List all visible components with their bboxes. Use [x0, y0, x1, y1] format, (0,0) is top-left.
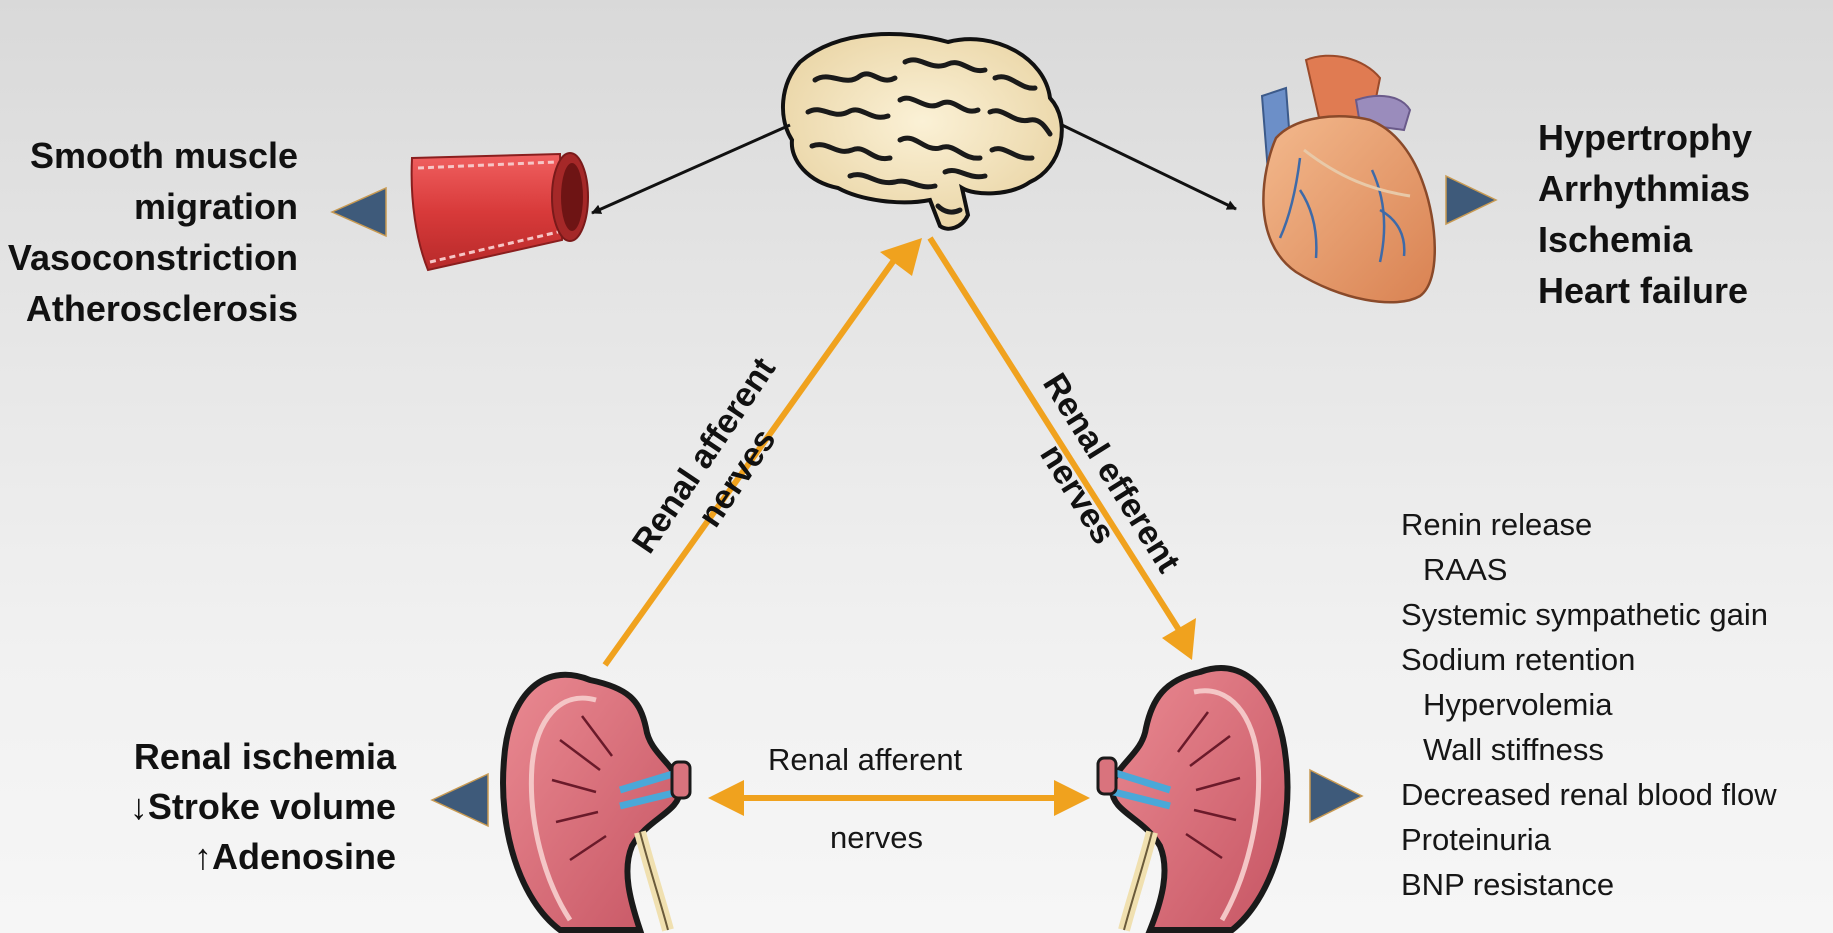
kidney-double-arrow	[708, 780, 1090, 816]
right-kidney-effect-item: BNP resistance	[1401, 862, 1777, 907]
right-kidney-effect-item: Renin release	[1401, 502, 1777, 547]
left-kidney-effect-item: ↑Adenosine	[130, 832, 396, 882]
vessel-effect-item: Vasoconstriction	[8, 232, 298, 283]
right-kidney-icon	[1098, 668, 1288, 930]
vessel-effect-item: Smooth muscle	[8, 130, 298, 181]
right-kidney-effect-item: RAAS	[1401, 547, 1777, 592]
heart-effect-item: Heart failure	[1538, 265, 1752, 316]
blood-vessel-icon	[412, 153, 588, 270]
right-kidney-effect-item: Decreased renal blood flow	[1401, 772, 1777, 817]
left-kidney-effect-item: ↓Stroke volume	[130, 782, 396, 832]
left-kidney-effects-pointer	[432, 774, 488, 826]
right-kidney-effect-item: Hypervolemia	[1401, 682, 1777, 727]
heart-effects-list: Hypertrophy Arrhythmias Ischemia Heart f…	[1538, 112, 1752, 316]
heart-effects-pointer	[1446, 176, 1496, 224]
right-kidney-effects-pointer	[1310, 770, 1362, 822]
vessel-effects-pointer	[332, 188, 386, 236]
kidney-arrow-label-line1: Renal afferent	[768, 744, 962, 775]
right-kidney-effect-item: Wall stiffness	[1401, 727, 1777, 772]
vessel-effect-item: migration	[8, 181, 298, 232]
brain-icon	[783, 34, 1062, 229]
vessel-effects-list: Smooth muscle migration Vasoconstriction…	[8, 130, 298, 334]
right-kidney-effect-item: Sodium retention	[1401, 637, 1777, 682]
kidney-arrow-label-line2: nerves	[830, 822, 923, 853]
heart-effect-item: Arrhythmias	[1538, 163, 1752, 214]
afferent-arrow-label: Renal afferent nerves	[625, 351, 816, 583]
brain-to-vessel-arrow	[592, 125, 790, 213]
right-kidney-effects-list: Renin release RAAS Systemic sympathetic …	[1401, 502, 1777, 907]
left-kidney-effect-item: Renal ischemia	[130, 732, 396, 782]
heart-effect-item: Ischemia	[1538, 214, 1752, 265]
right-kidney-effect-item: Systemic sympathetic gain	[1401, 592, 1777, 637]
efferent-arrow-label: Renal efferent nerves	[1001, 367, 1187, 601]
brain-to-heart-arrow	[1062, 125, 1236, 209]
left-kidney-icon	[503, 675, 690, 930]
heart-effect-item: Hypertrophy	[1538, 112, 1752, 163]
vessel-effect-item: Atherosclerosis	[8, 283, 298, 334]
left-kidney-effects-list: Renal ischemia ↓Stroke volume ↑Adenosine	[130, 732, 396, 882]
right-kidney-effect-item: Proteinuria	[1401, 817, 1777, 862]
heart-icon	[1262, 56, 1435, 303]
